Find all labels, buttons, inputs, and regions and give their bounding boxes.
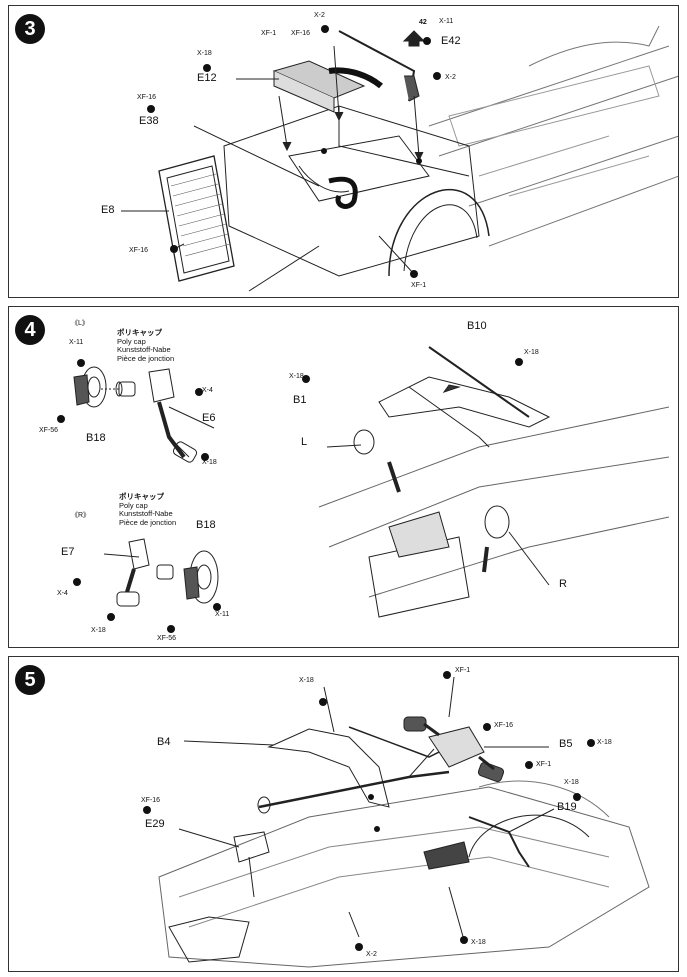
caption-de: Kunststoff-Nabe xyxy=(117,345,171,355)
step-number-badge: 4 xyxy=(15,315,45,345)
label-e12: E12 xyxy=(197,72,217,84)
label-xf16-top: XF-16 xyxy=(291,30,311,37)
caption-fr: Pièce de jonction xyxy=(117,353,175,363)
caption-jp: ポリキャップ xyxy=(119,492,164,501)
label-xf16-left: XF-16 xyxy=(137,94,157,101)
label-b5: B5 xyxy=(559,738,573,750)
label-xf16-mid: XF-16 xyxy=(494,722,514,729)
label-xf1-bottom: XF-1 xyxy=(411,282,427,289)
label-e8: E8 xyxy=(101,204,115,216)
label-e42-circle: 42 xyxy=(419,19,427,26)
label-x11-left: X-11 xyxy=(69,339,84,346)
caption-jp: ポリキャップ xyxy=(117,328,162,337)
label-xf56-right: XF-56 xyxy=(157,635,177,642)
label-x18-b5: X-18 xyxy=(597,739,612,746)
label-x4-right: X-4 xyxy=(57,590,68,597)
caption-en: Poly cap xyxy=(117,336,146,346)
label-xf1-top: XF-1 xyxy=(455,667,471,674)
label-x18-bottom: X-18 xyxy=(471,939,486,946)
label-x2-bottom: X-2 xyxy=(366,951,377,958)
label-e38: E38 xyxy=(139,115,159,127)
label-x18-b19: X-18 xyxy=(564,779,579,786)
label-x18-b1: X-18 xyxy=(289,373,304,380)
label-x18-left: X-18 xyxy=(202,459,217,466)
label-x4-left: X-4 xyxy=(202,387,213,394)
label-b18-right: B18 xyxy=(196,519,216,531)
label-L-mark: 《L》 xyxy=(71,320,89,327)
label-x18-b10: X-18 xyxy=(524,349,539,356)
label-x2-top: X-2 xyxy=(314,12,325,19)
label-b19: B19 xyxy=(557,801,577,813)
label-b18-left: B18 xyxy=(86,432,106,444)
label-x11-top: X-11 xyxy=(439,18,454,25)
polycap-caption-right: ポリキャップ Poly cap Kunststoff-Nabe Pièce de… xyxy=(119,492,177,528)
caption-en: Poly cap xyxy=(119,500,148,510)
step-3-illustration xyxy=(121,25,678,292)
step-4-panel: 4 xyxy=(8,306,679,648)
label-xf1-top: XF-1 xyxy=(261,30,277,37)
label-b4: B4 xyxy=(157,736,171,748)
label-R-mark: 《R》 xyxy=(71,512,91,519)
label-xf56-left: XF-56 xyxy=(39,427,59,434)
step-number-badge: 3 xyxy=(15,14,45,44)
label-e42: E42 xyxy=(441,35,461,47)
step-4-illustration xyxy=(57,346,670,633)
caption-de: Kunststoff-Nabe xyxy=(119,509,173,519)
caption-fr: Pièce de jonction xyxy=(119,517,177,527)
label-x18: X-18 xyxy=(197,50,212,57)
label-x2-right: X-2 xyxy=(445,74,456,81)
label-b1: B1 xyxy=(293,394,307,406)
step-5-illustration xyxy=(143,671,650,968)
step-3-panel: 3 xyxy=(8,5,679,298)
label-x18-right: X-18 xyxy=(91,627,106,634)
label-xf1-mid: XF-1 xyxy=(536,761,552,768)
label-e7: E7 xyxy=(61,546,75,558)
polycap-caption-left: ポリキャップ Poly cap Kunststoff-Nabe Pièce de… xyxy=(117,328,175,364)
step-number-badge: 5 xyxy=(15,665,45,695)
label-x18-top: X-18 xyxy=(299,677,314,684)
label-e29: E29 xyxy=(145,818,165,830)
label-L-side: L xyxy=(301,436,308,448)
label-b10: B10 xyxy=(467,320,487,332)
step-5-panel: 5 xyxy=(8,656,679,972)
label-x11-right: X-11 xyxy=(215,611,230,618)
label-e6: E6 xyxy=(202,412,216,424)
label-xf16-bottom: XF-16 xyxy=(129,247,149,254)
label-xf16-left: XF-16 xyxy=(141,797,161,804)
label-R-side: R xyxy=(559,578,567,590)
